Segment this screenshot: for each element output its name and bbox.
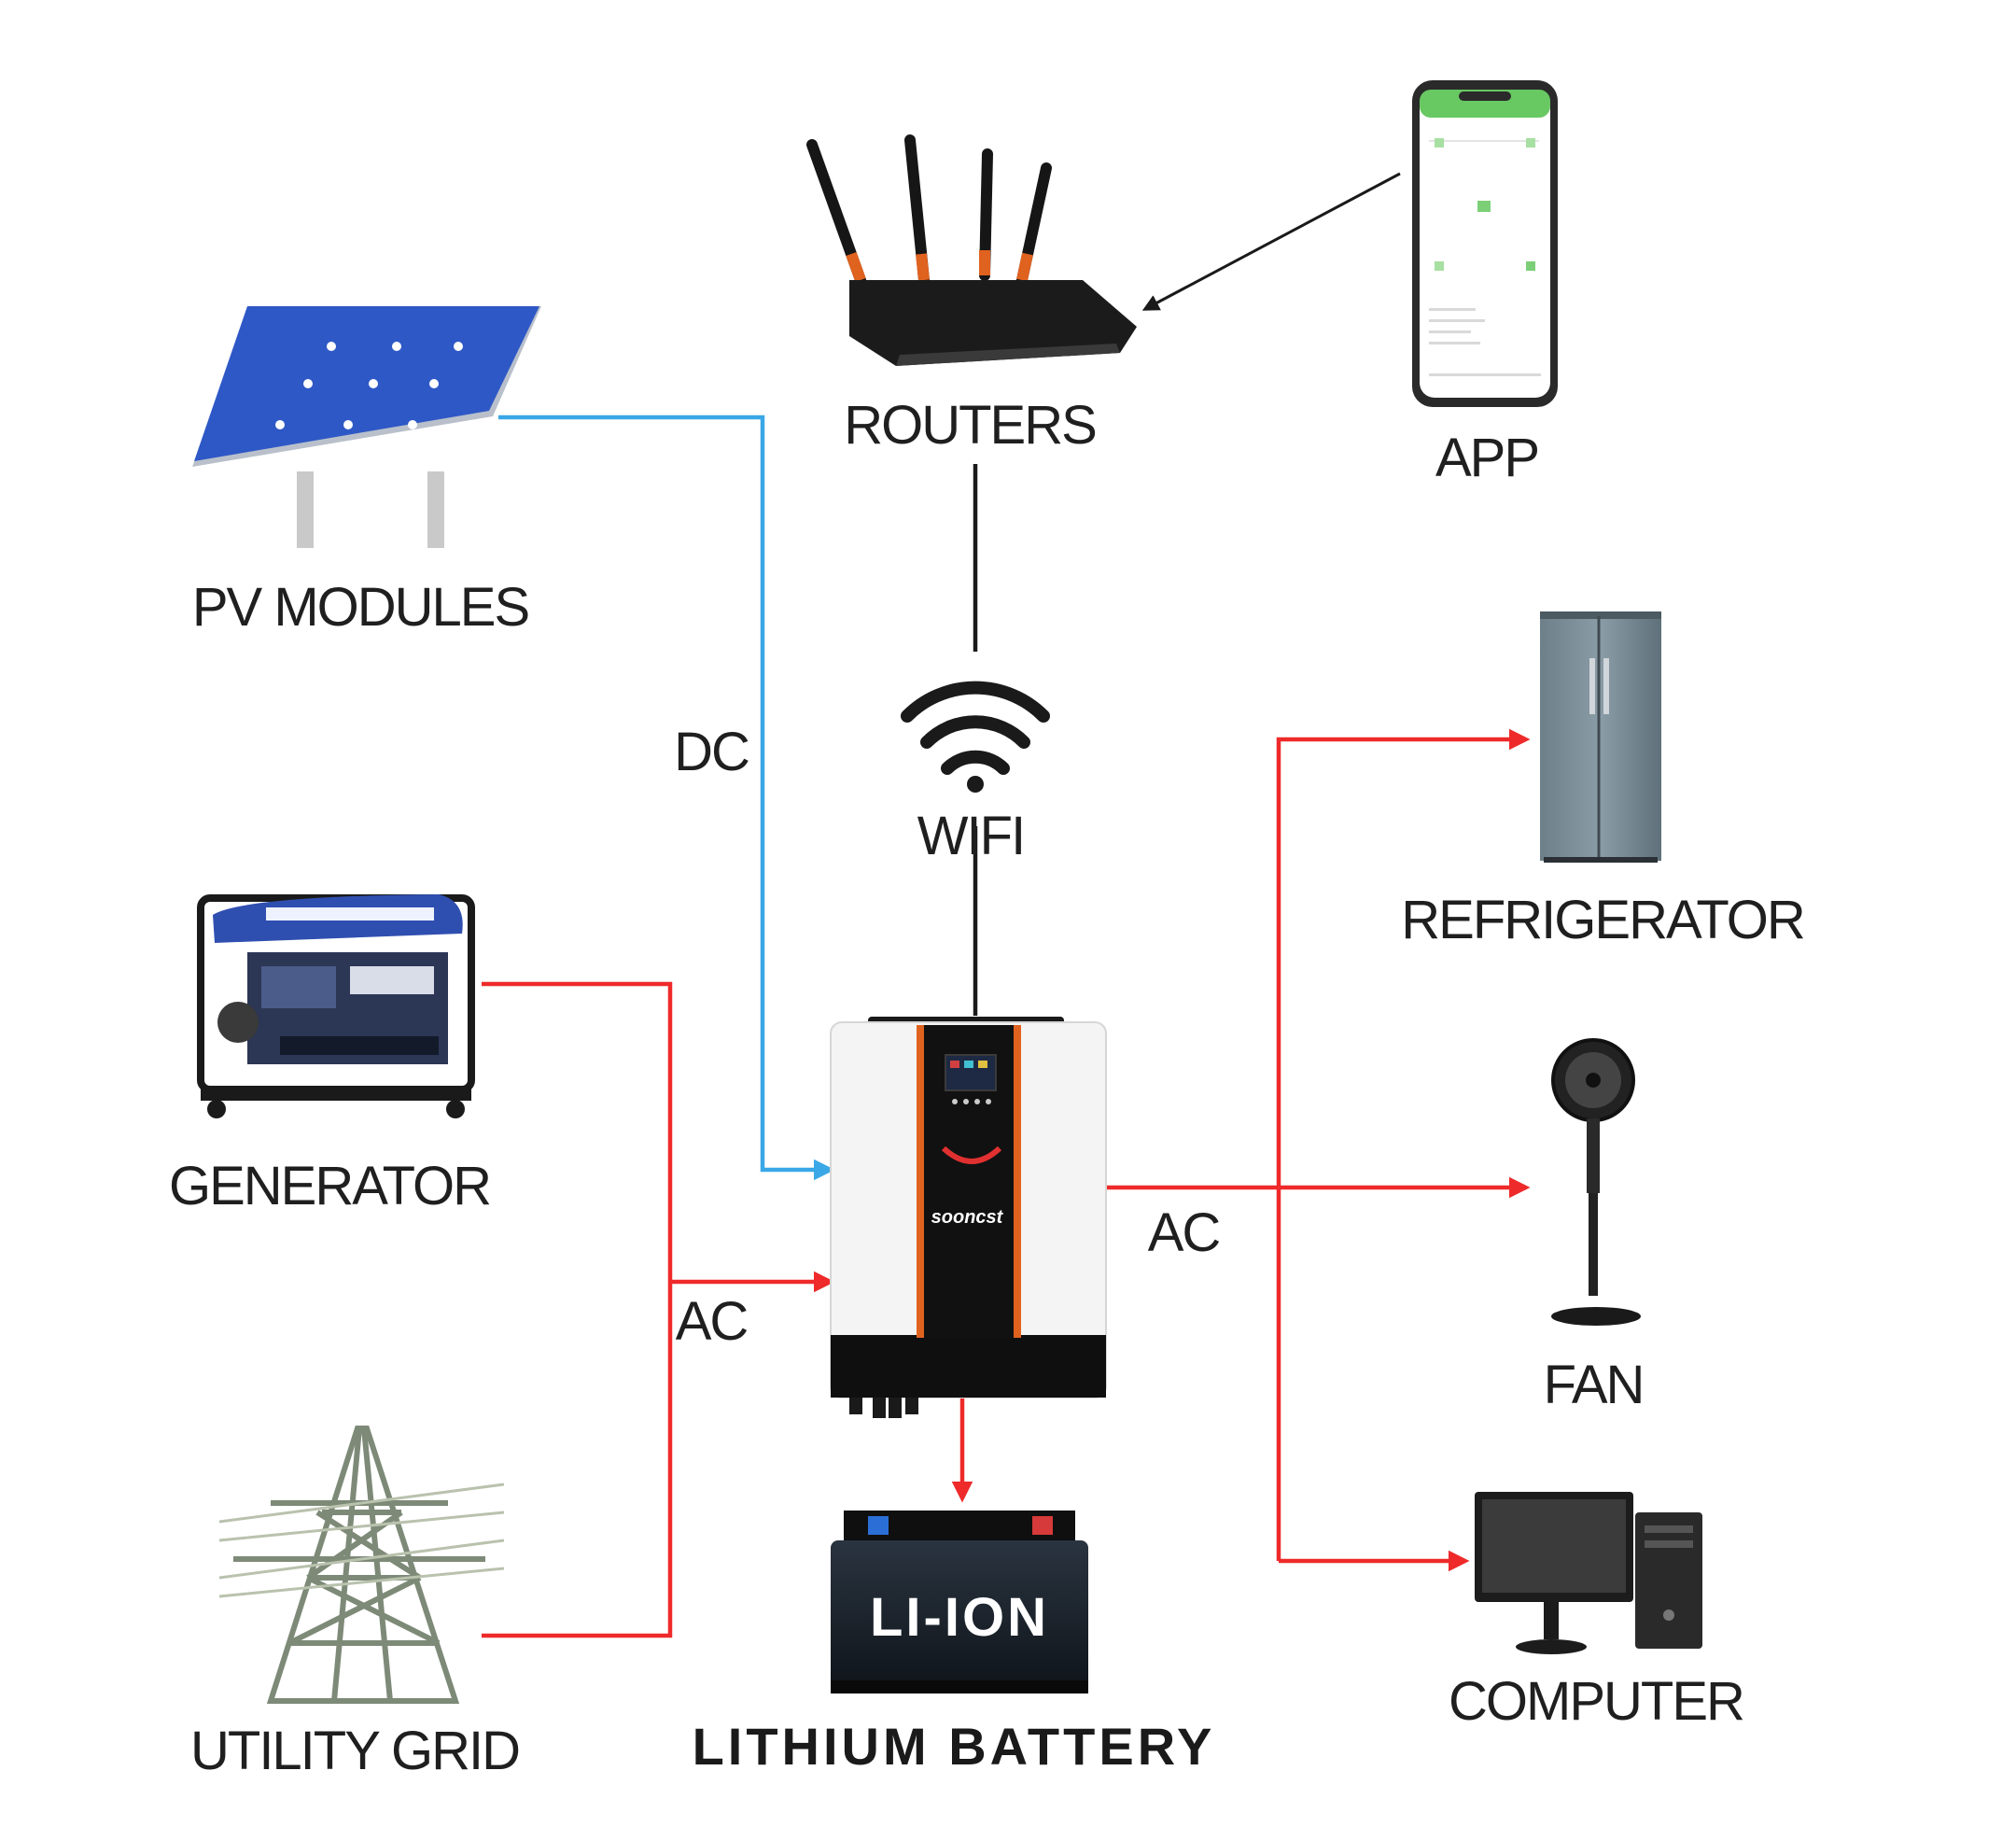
smartphone-icon <box>1412 80 1558 407</box>
inverter-brand: sooncst <box>931 1207 1004 1228</box>
battery-icon: LI-ION <box>831 1511 1088 1693</box>
fan-icon <box>1551 1038 1641 1326</box>
app-router-wire <box>1141 172 1401 311</box>
generator-icon <box>197 894 475 1118</box>
pv-modules-label: PV MODULES <box>192 577 529 638</box>
refrigerator-wire <box>1276 728 1531 1561</box>
dc-wire <box>498 415 835 1181</box>
generator-label: GENERATOR <box>169 1156 490 1216</box>
refrigerator-icon <box>1540 611 1661 863</box>
transmission-tower-icon <box>218 1426 505 1704</box>
app-label: APP <box>1435 428 1538 488</box>
connection-wires <box>482 172 1531 1638</box>
refrigerator-label: REFRIGERATOR <box>1401 890 1804 950</box>
computer-icon <box>1475 1492 1702 1654</box>
dc-label: DC <box>674 722 749 782</box>
routers-label: ROUTERS <box>844 395 1096 456</box>
wifi-icon <box>901 681 1050 793</box>
ac-input-label: AC <box>676 1291 748 1352</box>
solar-panel-icon <box>192 306 541 548</box>
computer-label: COMPUTER <box>1449 1671 1743 1732</box>
generator-ac-wire <box>482 981 673 1638</box>
inverter-icon: sooncst <box>830 1017 1107 1418</box>
router-icon <box>806 134 1137 366</box>
fan-label: FAN <box>1544 1355 1644 1415</box>
lithium-battery-label: LITHIUM BATTERY <box>693 1717 1216 1776</box>
utility-grid-label: UTILITY GRID <box>190 1721 519 1781</box>
battery-face-label: LI-ION <box>870 1587 1049 1648</box>
ac-output-label: AC <box>1148 1202 1220 1263</box>
wifi-label: WIFI <box>917 806 1024 866</box>
